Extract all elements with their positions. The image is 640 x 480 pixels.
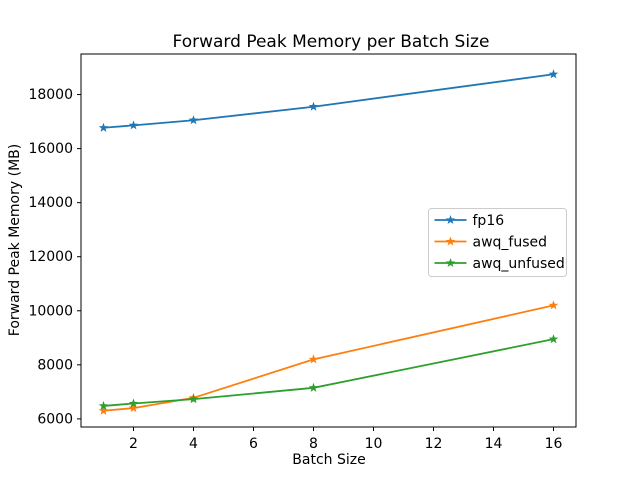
x-tick-label: 2 <box>129 436 138 452</box>
y-tick-label: 16000 <box>28 141 73 157</box>
marker-awq_fused <box>98 405 109 415</box>
plot-frame <box>80 53 577 428</box>
marker-awq_unfused <box>128 398 139 408</box>
x-axis-label: Batch Size <box>292 452 365 468</box>
y-tick-label: 10000 <box>28 303 73 319</box>
legend-label-fp16: fp16 <box>473 213 505 229</box>
x-tick-label: 4 <box>189 436 198 452</box>
marker-awq_unfused <box>548 334 559 344</box>
y-tick-label: 8000 <box>37 357 73 373</box>
legend-label-awq_unfused: awq_unfused <box>473 256 565 272</box>
x-tick-label: 6 <box>249 436 258 452</box>
x-tick-label: 8 <box>309 436 318 452</box>
marker-fp16 <box>548 69 559 79</box>
y-axis-label: Forward Peak Memory (MB) <box>7 144 23 336</box>
y-tick-label: 6000 <box>37 411 73 427</box>
series-line-awq_unfused <box>103 338 554 407</box>
marker-awq_fused <box>128 403 139 413</box>
marker-awq_unfused <box>308 382 319 392</box>
series-line-fp16 <box>103 73 554 129</box>
legend-marker-awq_fused <box>445 236 456 246</box>
plot-area: 2 4 6 8 10 12 14 16 6000 8000 10000 12000 14000 16000… <box>28 53 577 452</box>
y-tick-label: 18000 <box>28 87 73 103</box>
marker-awq_unfused <box>188 394 199 404</box>
y-tick-label: 12000 <box>28 249 73 265</box>
marker-fp16 <box>128 120 139 130</box>
x-tick-label: 14 <box>485 436 503 452</box>
legend-marker-fp16 <box>445 215 456 225</box>
x-tick-label: 12 <box>425 436 443 452</box>
x-tick-label: 16 <box>545 436 563 452</box>
series-line-awq_fused <box>103 304 554 412</box>
marker-awq_fused <box>308 354 319 364</box>
marker-fp16 <box>188 115 199 125</box>
x-tick-label: 10 <box>365 436 383 452</box>
legend-marker-awq_unfused <box>445 258 456 268</box>
marker-awq_unfused <box>98 400 109 410</box>
legend-label-awq_fused: awq_fused <box>473 235 548 251</box>
chart-title: Forward Peak Memory per Batch Size <box>173 32 490 52</box>
marker-fp16 <box>98 122 109 132</box>
marker-awq_fused <box>548 300 559 310</box>
marker-fp16 <box>308 101 319 111</box>
legend-frame <box>428 208 567 277</box>
y-tick-label: 14000 <box>28 195 73 211</box>
